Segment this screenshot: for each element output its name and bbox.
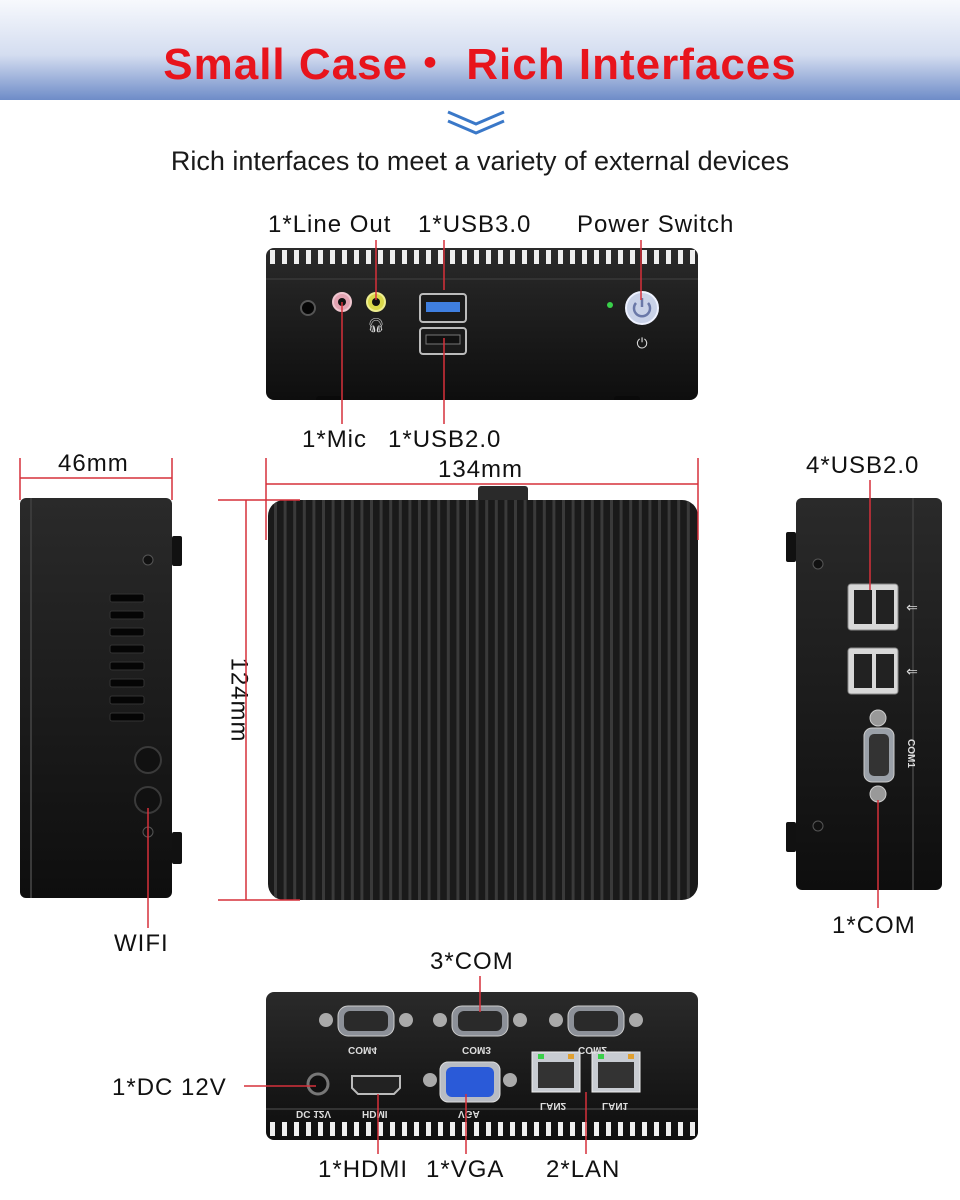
com2-port-icon xyxy=(549,1005,643,1037)
vga-port-icon xyxy=(423,1061,517,1103)
svg-text:🎧︎: 🎧︎ xyxy=(367,317,385,333)
header-banner xyxy=(0,0,960,100)
label-depth: 46mm xyxy=(58,450,129,477)
lan2-port-icon xyxy=(531,1051,581,1093)
front-panel-view: 🎧︎ ⏻ xyxy=(266,248,698,404)
lan1-port-icon xyxy=(591,1051,641,1093)
usb-stack-upper: ⇐ xyxy=(847,583,918,631)
label-usb2-front: 1*USB2.0 xyxy=(388,426,502,453)
label-wifi: WIFI xyxy=(114,930,169,957)
label-vga: 1*VGA xyxy=(426,1156,505,1183)
antenna-port-icon xyxy=(134,746,162,774)
audio-jack-icon xyxy=(300,300,316,316)
label-dc12v: 1*DC 12V xyxy=(112,1074,227,1101)
com3-port-icon xyxy=(433,1005,527,1037)
top-view-heatsink xyxy=(268,500,698,900)
foot xyxy=(172,536,182,566)
com4-port-icon xyxy=(319,1005,413,1037)
com-port-icon xyxy=(863,709,895,803)
label-power-switch: Power Switch xyxy=(577,211,735,238)
svg-text:⏻: ⏻ xyxy=(636,335,647,351)
svg-text:⇐: ⇐ xyxy=(906,663,918,679)
hdmi-port-icon xyxy=(351,1075,401,1095)
label-hdmi: 1*HDMI xyxy=(318,1156,409,1183)
right-side-view: ⇐ ⇐ xyxy=(796,498,942,890)
rear-panel-view xyxy=(266,992,698,1140)
usb-stack-lower: ⇐ xyxy=(847,647,918,695)
label-lan: 2*LAN xyxy=(546,1156,621,1183)
subtitle: Rich interfaces to meet a variety of ext… xyxy=(170,146,790,176)
foot xyxy=(172,832,182,864)
left-side-view xyxy=(20,498,172,898)
page-title: Small Case・ Rich Interfaces xyxy=(163,40,797,89)
label-com-right: 1*COM xyxy=(832,912,916,939)
front-panel-drawing: 🎧︎ ⏻ xyxy=(266,250,698,404)
power-led-icon xyxy=(607,302,613,308)
label-usb3: 1*USB3.0 xyxy=(418,211,532,238)
label-line-out: 1*Line Out xyxy=(268,211,392,238)
power-button-icon xyxy=(625,291,659,325)
label-3com: 3*COM xyxy=(430,948,514,975)
top-tab xyxy=(478,486,528,500)
label-mic: 1*Mic xyxy=(302,426,368,453)
foot xyxy=(786,822,796,852)
foot xyxy=(786,532,796,562)
svg-text:⇐: ⇐ xyxy=(906,599,918,615)
label-width: 134mm xyxy=(438,456,524,483)
dc-jack-icon xyxy=(306,1072,330,1096)
double-chevron-down-icon xyxy=(447,110,505,135)
label-usb2-right: 4*USB2.0 xyxy=(806,452,920,479)
